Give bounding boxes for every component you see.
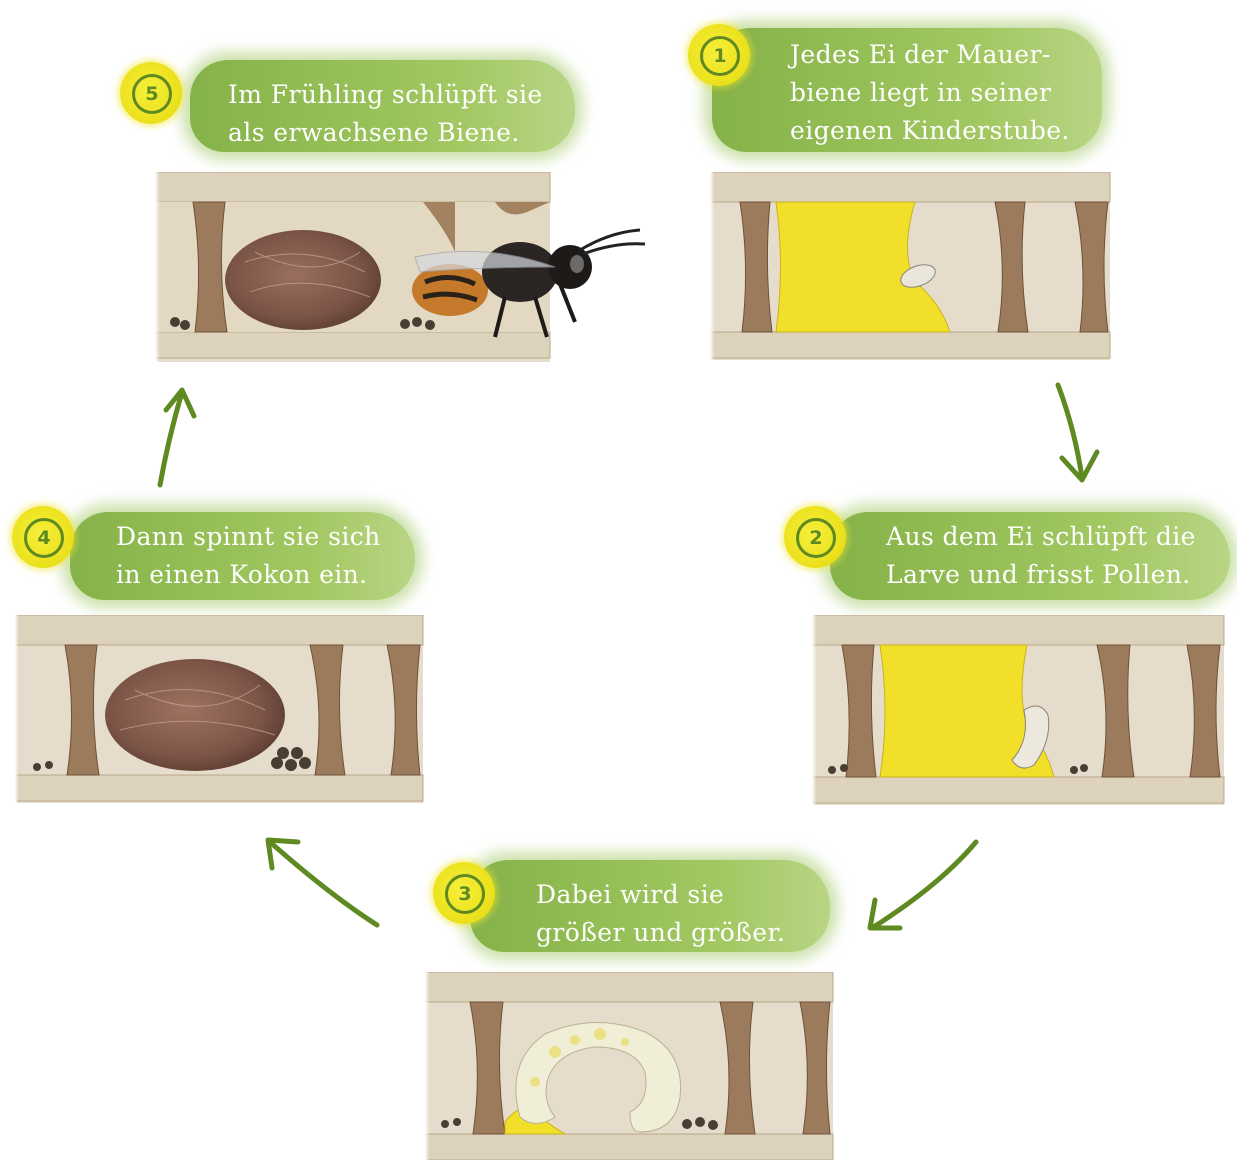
arrow-icon <box>270 842 377 925</box>
arrow-icon <box>872 842 976 928</box>
